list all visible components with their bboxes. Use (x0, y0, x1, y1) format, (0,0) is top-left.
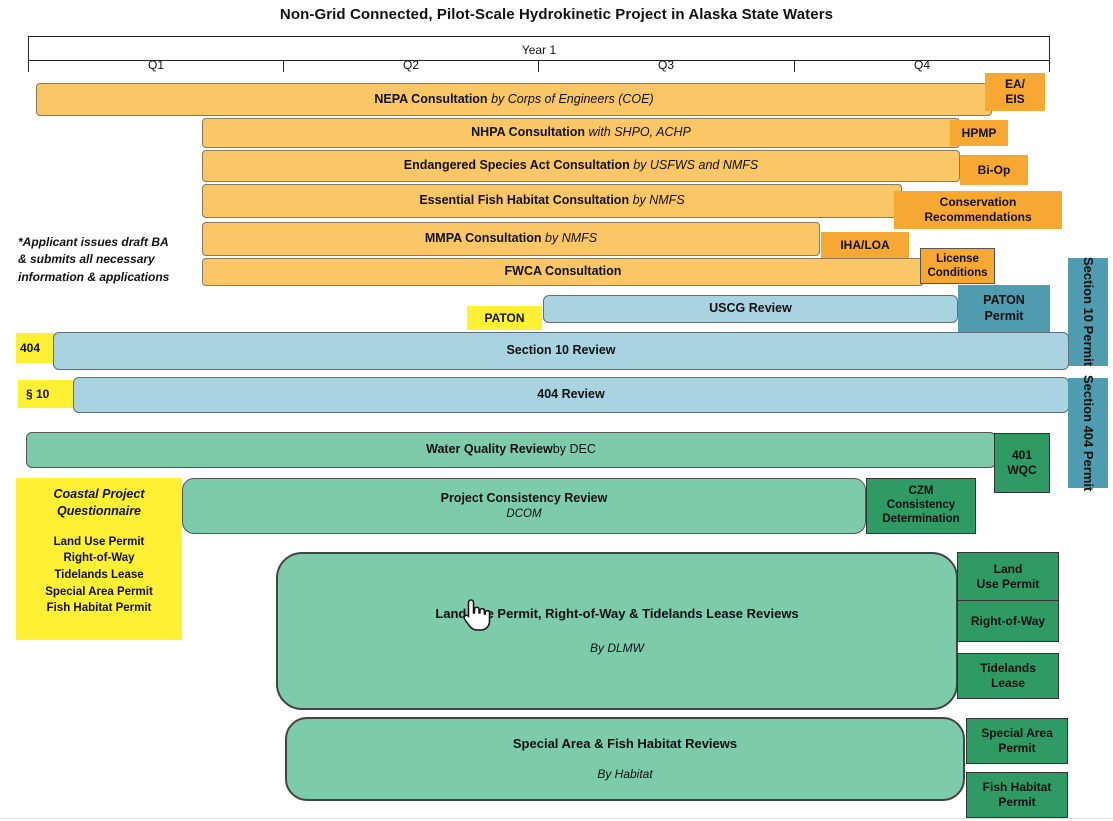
timeline-year: Year 1 (521, 43, 557, 57)
coastal-item: Special Area Permit (45, 585, 153, 598)
fish-habitat-permit-line1: Fish Habitat (982, 780, 1052, 794)
nhpa-consultation-bar: NHPA Consultation with SHPO, ACHP (202, 118, 960, 148)
water-quality-label: Water Quality Review (426, 442, 553, 457)
mmpa-outcome-box: IHA/LOA (821, 232, 909, 258)
coastal-title: Coastal Project Questionnaire (16, 486, 182, 520)
quarter-q1: Q1 (147, 58, 164, 72)
special-area-permit-line2: Permit (998, 741, 1036, 755)
mmpa-consultation-bar: MMPA Consultation by NMFS (202, 222, 820, 256)
efh-outcome-line1: Conservation (939, 195, 1017, 209)
fish-habitat-permit-line2: Permit (998, 795, 1036, 809)
land-use-permit-box: Land Use Permit (957, 552, 1059, 602)
consistency-label: Project Consistency Review (440, 491, 608, 505)
esa-label: Endangered Species Act Consultation (403, 158, 630, 173)
nhpa-label: NHPA Consultation (471, 125, 586, 140)
fwca-outcome-line2: Conditions (927, 267, 988, 279)
section10-permit-label: Section 10 Permit (1081, 257, 1097, 367)
mmpa-by: by NMFS (545, 231, 598, 246)
nepa-outcome-box: EA/ EIS (985, 73, 1045, 111)
esa-consultation-bar: Endangered Species Act Consultation by U… (202, 150, 960, 182)
coastal-title-line1: Coastal Project (53, 487, 145, 501)
project-consistency-review-bar: Project Consistency Review DCOM (182, 478, 866, 534)
special-area-reviews-bar: Special Area & Fish Habitat Reviews By H… (285, 717, 965, 801)
wqc-line1: 401 (1011, 448, 1033, 462)
section404-permit-box: Section 404 Permit (1068, 374, 1108, 492)
land-use-permit-line1: Land (993, 562, 1023, 576)
hand-cursor-icon (462, 598, 492, 632)
timeline-header: Year 1 Q1 Q2 Q3 Q4 (28, 36, 1050, 72)
paton-permit-box: PATON Permit (958, 285, 1050, 332)
section10-review-bar: Section 10 Review (53, 332, 1069, 370)
note-line2: & submits all necessary (18, 252, 155, 267)
land-use-label: Land Use Permit, Right-of-Way & Tideland… (435, 606, 799, 622)
special-area-permit-line1: Special Area (981, 726, 1053, 740)
tidelands-lease-box: Tidelands Lease (957, 653, 1059, 699)
fwca-consultation-bar: FWCA Consultation (202, 258, 924, 286)
wqc-401-box: 401 WQC (994, 433, 1050, 493)
czm-line1: CZM (908, 485, 934, 498)
quarter-q2: Q2 (402, 58, 419, 72)
nhpa-outcome-box: HPMP (950, 120, 1008, 146)
tidelands-line1: Tidelands (980, 661, 1036, 675)
uscg-review-bar: USCG Review (543, 295, 958, 323)
right-of-way-box: Right-of-Way (957, 600, 1059, 642)
section10-permit-box: Section 10 Permit (1068, 257, 1108, 367)
nepa-outcome-line2: EIS (1005, 92, 1025, 106)
efh-outcome-box: Conservation Recommendations (894, 191, 1062, 229)
nepa-consultation-bar: NEPA Consultation by Corps of Engineers … (36, 83, 992, 116)
coastal-item: Right-of-Way (63, 552, 135, 565)
paton-permit-line2: Permit (984, 308, 1024, 323)
section10-trigger-box: 404 (16, 333, 56, 363)
esa-outcome-box: Bi-Op (960, 155, 1028, 185)
land-use-permit-line2: Use Permit (976, 577, 1040, 591)
tidelands-line2: Lease (990, 676, 1026, 690)
fwca-outcome-box: License Conditions (920, 248, 995, 284)
special-area-label: Special Area & Fish Habitat Reviews (512, 736, 738, 752)
note-line3: information & applications (18, 269, 170, 284)
fwca-outcome-line1: License (936, 252, 979, 265)
diagram-title: Non-Grid Connected, Pilot-Scale Hydrokin… (279, 6, 834, 23)
consistency-by: DCOM (506, 507, 542, 520)
applicant-note: *Applicant issues draft BA & submits all… (18, 234, 208, 286)
coastal-item: Land Use Permit (53, 535, 145, 548)
land-use-by: By DLMW (590, 640, 644, 655)
section404-review-bar: 404 Review (73, 377, 1069, 413)
special-area-permit-box: Special Area Permit (966, 718, 1068, 764)
efh-by: by NMFS (632, 193, 685, 208)
land-use-reviews-bar: Land Use Permit, Right-of-Way & Tideland… (276, 552, 958, 710)
special-area-by: By Habitat (597, 766, 653, 781)
czm-line3: Determination (882, 512, 960, 525)
efh-outcome-line2: Recommendations (924, 210, 1032, 224)
quarter-q4: Q4 (913, 58, 930, 72)
coastal-questionnaire-box: Coastal Project Questionnaire Land Use P… (16, 478, 182, 640)
quarter-q3: Q3 (657, 58, 674, 72)
fwca-label: FWCA Consultation (504, 264, 622, 279)
paton-permit-line1: PATON (983, 292, 1025, 307)
coastal-item: Tidelands Lease (54, 569, 144, 582)
coastal-title-line2: Questionnaire (56, 503, 142, 518)
coastal-items-list: Land Use Permit Right-of-Way Tidelands L… (16, 534, 182, 617)
wqc-line2: WQC (1007, 463, 1037, 477)
fish-habitat-permit-box: Fish Habitat Permit (966, 772, 1068, 818)
nepa-outcome-line1: EA/ (1004, 77, 1025, 91)
section404-permit-label: Section 404 Permit (1081, 374, 1097, 492)
nepa-by: by Corps of Engineers (COE) (491, 91, 654, 106)
coastal-item: Fish Habitat Permit (46, 602, 152, 615)
efh-label: Essential Fish Habitat Consultation (419, 193, 630, 208)
note-line1: *Applicant issues draft BA (18, 235, 169, 249)
esa-by: by USFWS and NMFS (633, 158, 759, 173)
section404-trigger-box: § 10 (18, 380, 74, 408)
bottom-divider (0, 818, 1113, 819)
water-quality-review-bar: Water Quality Review by DEC (26, 432, 996, 468)
nhpa-by: with SHPO, ACHP (588, 125, 691, 140)
czm-line2: Consistency (886, 499, 956, 512)
efh-consultation-bar: Essential Fish Habitat Consultation by N… (202, 184, 902, 218)
nepa-label: NEPA Consultation (374, 91, 488, 106)
czm-consistency-box: CZM Consistency Determination (866, 478, 976, 534)
paton-trigger-box: PATON (467, 306, 542, 330)
water-quality-by: by DEC (552, 442, 596, 457)
mmpa-label: MMPA Consultation (424, 231, 542, 246)
